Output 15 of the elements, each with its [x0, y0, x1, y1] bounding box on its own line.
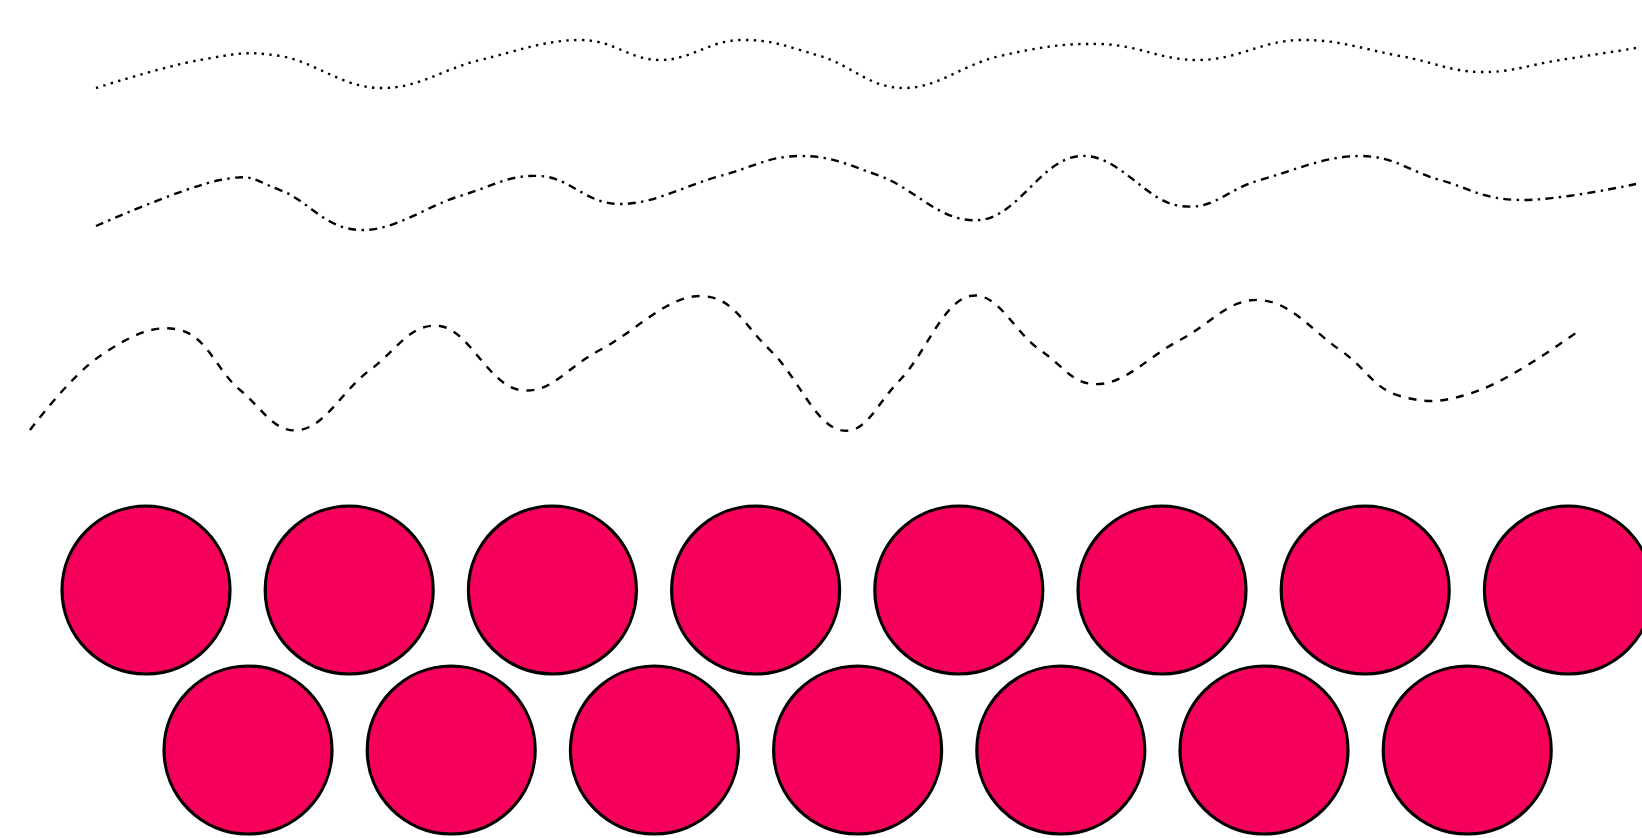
circle: [1381, 664, 1553, 836]
circle: [162, 664, 334, 836]
circle: [263, 504, 435, 676]
circle: [568, 664, 740, 836]
circle: [60, 504, 232, 676]
circle: [1076, 504, 1248, 676]
circle: [670, 504, 842, 676]
circle: [772, 664, 944, 836]
circle: [975, 664, 1147, 836]
circle: [365, 664, 537, 836]
circle: [466, 504, 638, 676]
circle: [1279, 504, 1451, 676]
circle: [1482, 504, 1642, 676]
circle: [873, 504, 1045, 676]
circle: [1178, 664, 1350, 836]
